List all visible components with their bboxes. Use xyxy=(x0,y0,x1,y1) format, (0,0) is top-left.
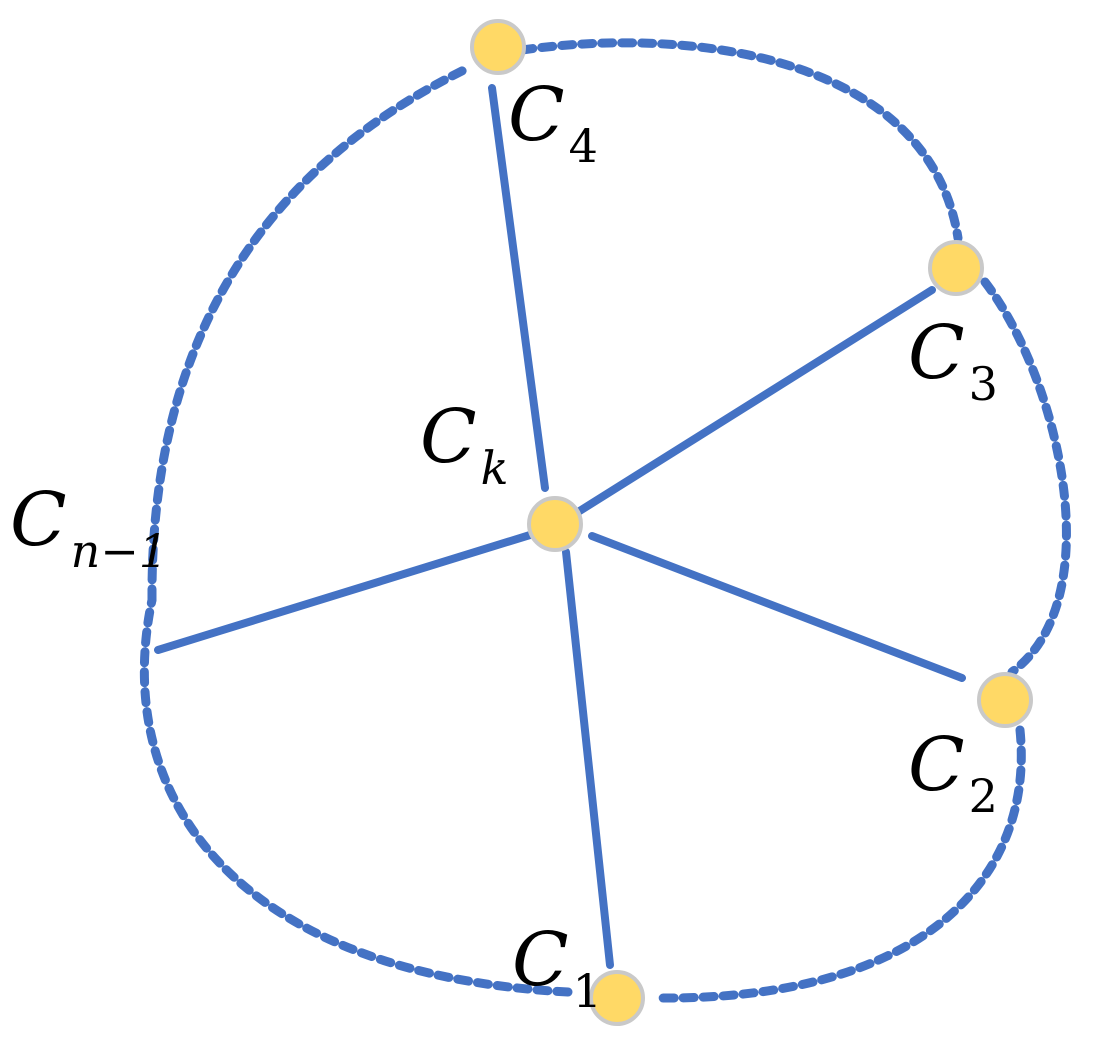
spoke-ck-cn1 xyxy=(154,531,534,654)
spoke-ck-c3 xyxy=(574,286,936,516)
label-c2: C2 xyxy=(908,722,998,823)
label-c1: C1 xyxy=(512,917,602,1018)
label-ck: Ck xyxy=(420,394,509,495)
cycle-edge-c2-c1 xyxy=(655,725,1026,1003)
node-c3 xyxy=(928,240,984,296)
node-c4 xyxy=(470,19,526,75)
label-c3: C3 xyxy=(908,310,998,411)
spoke-ck-c1 xyxy=(562,548,614,969)
node-c2 xyxy=(977,672,1033,728)
cycle-edge-c3-c2 xyxy=(980,277,1071,677)
spoke-ck-c2 xyxy=(588,532,966,682)
cycle-edge-cn1-c4 xyxy=(147,63,473,605)
spoke-ck-c4 xyxy=(488,84,549,492)
label-c4: C4 xyxy=(508,72,598,173)
label-cn1: Cn−1 xyxy=(10,477,168,578)
labels: C4 C3 Ck Cn−1 C2 C1 xyxy=(10,72,998,1018)
nodes xyxy=(470,19,1033,1026)
spokes xyxy=(154,84,966,969)
node-c1 xyxy=(589,970,645,1026)
node-ck xyxy=(527,496,583,552)
cycle-edge-c1-cn1 xyxy=(139,595,573,997)
cycle-edge-c4-c3 xyxy=(517,38,963,243)
outer-cycle xyxy=(139,38,1071,1003)
